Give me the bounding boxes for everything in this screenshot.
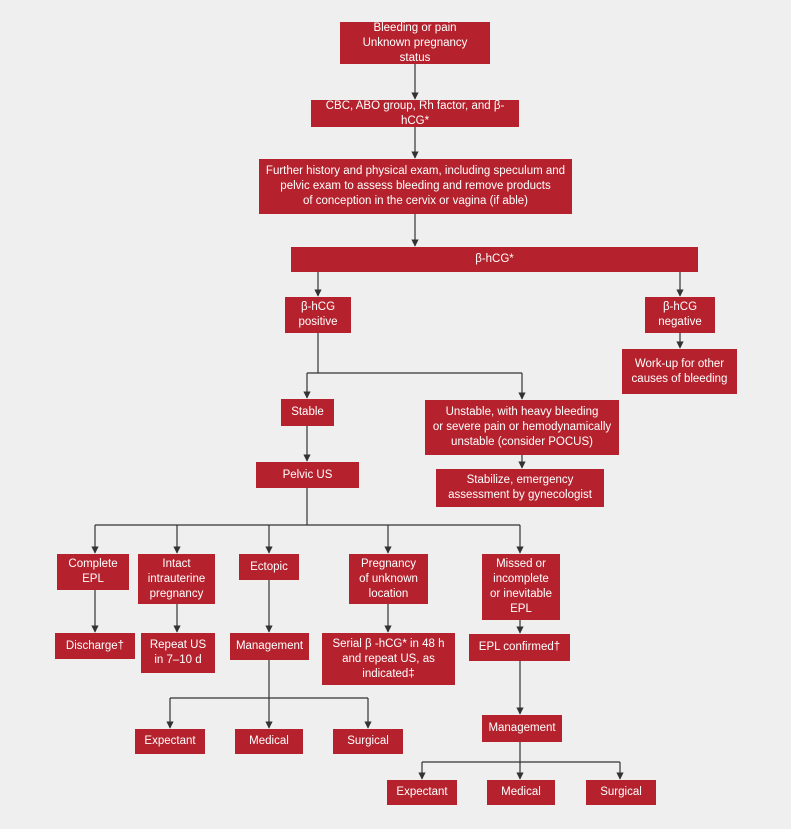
node-unstable: Unstable, with heavy bleeding or severe … xyxy=(425,400,619,455)
node-medical-ectopic: Medical xyxy=(235,729,303,754)
node-start: Bleeding or pain Unknown pregnancy statu… xyxy=(340,22,490,64)
edge-management-epl-split xyxy=(422,742,620,763)
node-management-ectopic: Management xyxy=(230,633,309,660)
node-pelvic-us: Pelvic US xyxy=(256,462,359,488)
edge-pelvic-us-split xyxy=(95,488,520,526)
node-medical-epl: Medical xyxy=(487,780,555,805)
node-workup: Work-up for other causes of bleeding xyxy=(622,349,737,394)
node-expectant-ectopic: Expectant xyxy=(135,729,205,754)
node-history: Further history and physical exam, inclu… xyxy=(259,159,572,214)
node-repeat-us: Repeat US in 7–10 d xyxy=(141,633,215,673)
node-management-epl: Management xyxy=(482,715,562,742)
node-ectopic: Ectopic xyxy=(239,554,299,580)
node-epl-confirmed: EPL confirmed† xyxy=(469,634,570,661)
node-bhcg: β-hCG* xyxy=(291,247,698,272)
node-stable: Stable xyxy=(281,399,334,426)
node-missed-epl: Missed or incomplete or inevitable EPL xyxy=(482,554,560,620)
node-surgical-epl: Surgical xyxy=(586,780,656,805)
node-intact-pregnancy: Intact intrauterine pregnancy xyxy=(138,554,215,604)
node-bhcg-negative: β-hCG negative xyxy=(645,297,715,333)
node-surgical-ectopic: Surgical xyxy=(333,729,403,754)
edge-positive-split xyxy=(307,333,522,374)
node-discharge: Discharge† xyxy=(55,633,135,659)
node-expectant-epl: Expectant xyxy=(387,780,457,805)
node-serial-bhcg: Serial β -hCG* in 48 h and repeat US, as… xyxy=(322,633,455,685)
node-labs: CBC, ABO group, Rh factor, and β-hCG* xyxy=(311,100,519,127)
node-pul: Pregnancy of unknown location xyxy=(349,554,428,604)
node-stabilize: Stabilize, emergency assessment by gynec… xyxy=(436,469,604,507)
node-bhcg-positive: β-hCG positive xyxy=(285,297,351,333)
node-complete-epl: Complete EPL xyxy=(57,554,129,590)
